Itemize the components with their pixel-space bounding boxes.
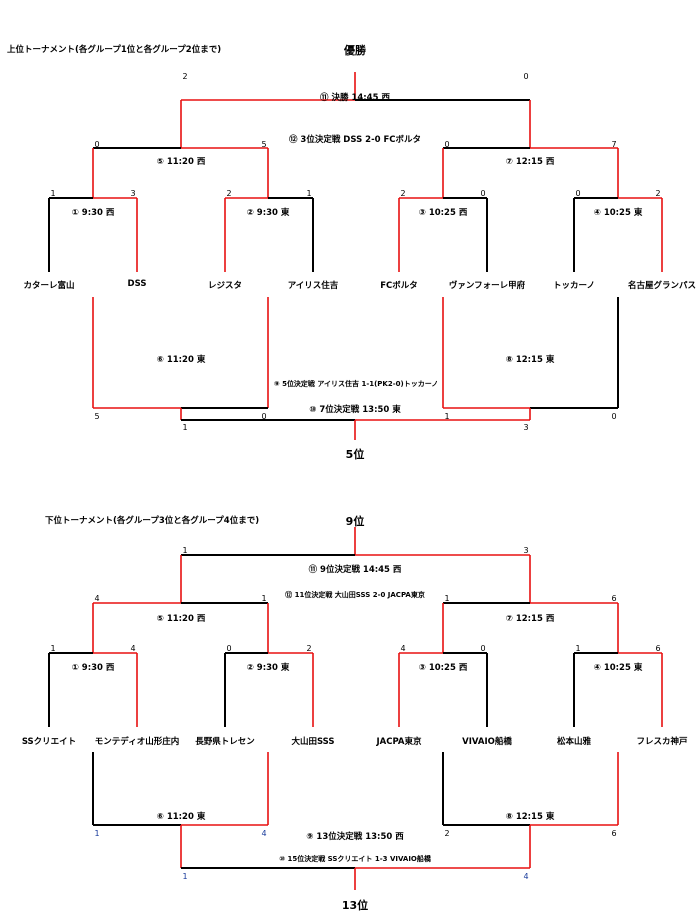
eleventh-place-result: ⑫ 11位決定戦 大山田SSS 2-0 JACPA東京 [285,591,425,599]
score: 4 [94,594,100,603]
score: 0 [480,644,486,653]
score: 1 [261,594,267,603]
score: 4 [261,829,267,838]
fifteenth-place-result: ⑩ 15位決定戦 SSクリエイト 1-3 VIVAIO船橋 [279,855,431,863]
score: 2 [182,72,188,81]
match4-label: ④ 10:25 東 [593,663,643,673]
score: 0 [611,412,617,421]
score: 6 [611,829,617,838]
score: 2 [444,829,450,838]
team-name: 長野県トレセン [195,737,255,747]
match1-label: ① 9:30 西 [71,208,115,218]
match3-label: ③ 10:25 西 [418,663,468,673]
team-name: 松本山雅 [556,737,592,747]
score: 3 [523,546,529,555]
ninth-place-label: ⑪ 9位決定戦 14:45 西 [308,565,402,575]
score: 0 [94,140,100,149]
seventh-place-label: ⑩ 7位決定戦 13:50 東 [309,405,401,415]
team-name: ヴァンフォーレ甲府 [448,281,526,291]
match5-label: ⑤ 11:20 西 [156,157,206,167]
score: 0 [261,412,267,421]
team-name: レジスタ [207,281,243,291]
score: 4 [130,644,136,653]
score: 6 [655,644,661,653]
match6-label: ⑥ 11:20 東 [156,355,206,365]
team-name: 名古屋グランパス [627,281,697,291]
thirteenth-place-label: ⑨ 13位決定戦 13:50 西 [306,832,404,842]
upper-title: 上位トーナメント(各グループ1位と各グループ2位まで) [7,45,222,55]
thirteenth-label: 13位 [341,899,369,912]
lower-title: 下位トーナメント(各グループ3位と各グループ4位まで) [45,516,260,526]
score: 0 [226,644,232,653]
score: 1 [182,423,188,432]
score: 5 [94,412,100,421]
score: 6 [611,594,617,603]
score: 0 [480,189,486,198]
match7-label: ⑦ 12:15 西 [505,614,555,624]
match6-label: ⑥ 11:20 東 [156,812,206,822]
score: 2 [226,189,232,198]
match5-label: ⑤ 11:20 西 [156,614,206,624]
score: 1 [182,872,188,881]
score: 1 [94,829,100,838]
fifth-place-result: ⑨ 5位決定戦 アイリス住吉 1-1(PK2-0)トッカーノ [273,380,439,388]
team-name: SSクリエイト [21,737,77,747]
score: 0 [444,140,450,149]
score: 2 [655,189,661,198]
team-name: 大山田SSS [291,737,335,747]
final-label: ⑪ 決勝 14:45 西 [320,93,390,103]
match3-label: ③ 10:25 西 [418,208,468,218]
score: 4 [400,644,406,653]
team-name: アイリス住吉 [287,281,339,291]
score: 3 [523,423,529,432]
fifth-label: 5位 [345,448,365,461]
score: 2 [306,644,312,653]
third-place-result: ⑫ 3位決定戦 DSS 2-0 FCボルタ [288,135,422,145]
score: 5 [261,140,267,149]
score: 7 [611,140,617,149]
score: 2 [400,189,406,198]
score: 1 [182,546,188,555]
score: 1 [50,644,56,653]
score: 0 [575,189,581,198]
team-name: FCボルタ [380,281,418,291]
team-name: モンテディオ山形庄内 [94,737,180,747]
match7-label: ⑦ 12:15 西 [505,157,555,167]
team-name: VIVAIO船橋 [462,737,512,747]
match2-label: ② 9:30 東 [246,208,290,218]
team-name: カターレ富山 [23,281,75,291]
score: 1 [50,189,56,198]
match8-label: ⑧ 12:15 東 [505,355,555,365]
score: 1 [306,189,312,198]
team-name: トッカーノ [553,281,595,291]
score: 1 [575,644,581,653]
match1-label: ① 9:30 西 [71,663,115,673]
score: 0 [523,72,529,81]
team-name: JACPA東京 [376,737,422,747]
team-name: フレスカ神戸 [636,737,688,747]
match4-label: ④ 10:25 東 [593,208,643,218]
match8-label: ⑧ 12:15 東 [505,812,555,822]
score: 4 [523,872,529,881]
ninth-label: 9位 [345,515,365,528]
match2-label: ② 9:30 東 [246,663,290,673]
score: 3 [130,189,136,198]
team-name: DSS [127,279,147,289]
score: 1 [444,594,450,603]
champion-label: 優勝 [344,44,366,57]
score: 1 [444,412,450,421]
